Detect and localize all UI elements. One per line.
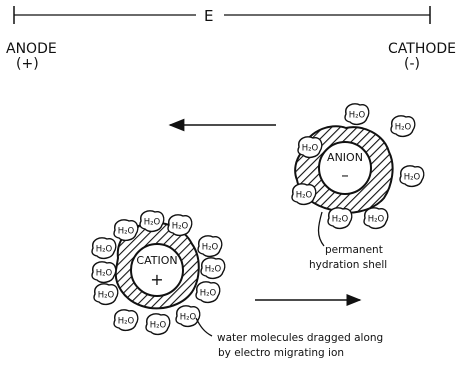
shell-annotation-line2: hydration shell — [309, 259, 387, 271]
water-molecule: H₂O — [146, 314, 170, 334]
field-label: E — [204, 7, 213, 25]
anion-sign: – — [341, 166, 349, 184]
water-molecule-label: H₂O — [302, 144, 319, 154]
water-molecule: H₂O — [391, 116, 415, 136]
water-molecule-label: H₂O — [296, 191, 313, 201]
water-molecule-label: H₂O — [200, 289, 217, 299]
water-molecule-label: H₂O — [332, 215, 349, 225]
cation-label: CATION — [136, 254, 177, 267]
water-molecule-label: H₂O — [205, 265, 222, 275]
water-molecule-label: H₂O — [202, 243, 219, 253]
water-molecule-label: H₂O — [96, 245, 113, 255]
anion-label: ANION — [327, 151, 363, 164]
cation-sign: + — [150, 270, 163, 289]
water-molecule-label: H₂O — [118, 317, 135, 327]
anode-sign: (+) — [16, 56, 39, 72]
water-molecule: H₂O — [292, 184, 316, 204]
water-molecule: H₂O — [168, 215, 192, 235]
water-molecule: H₂O — [94, 284, 118, 304]
water-molecule: H₂O — [201, 258, 225, 278]
water-molecule: H₂O — [400, 166, 424, 186]
water-molecule: H₂O — [176, 306, 200, 326]
water-molecule: H₂O — [328, 208, 352, 228]
water-molecule-label: H₂O — [144, 218, 161, 228]
water-molecule: H₂O — [140, 211, 164, 231]
water-molecule-label: H₂O — [96, 269, 113, 279]
water-molecule: H₂O — [114, 220, 138, 240]
water-molecule-label: H₂O — [118, 227, 135, 237]
shell-annotation-line1: permanent — [325, 244, 383, 256]
water-molecule: H₂O — [92, 262, 116, 282]
shell-leader-line — [319, 212, 325, 246]
water-annotation-line1: water molecules dragged along — [217, 332, 383, 344]
water-molecule-label: H₂O — [150, 321, 167, 331]
water-molecule-label: H₂O — [180, 313, 197, 323]
cathode-label: CATHODE — [388, 41, 456, 57]
water-molecule-label: H₂O — [172, 222, 189, 232]
water-molecule: H₂O — [92, 238, 116, 258]
water-molecule-label: H₂O — [395, 123, 412, 133]
water-molecule-label: H₂O — [368, 215, 385, 225]
water-molecule: H₂O — [114, 310, 138, 330]
water-molecule: H₂O — [345, 104, 369, 124]
cathode-sign: (-) — [404, 56, 420, 72]
water-molecule-label: H₂O — [404, 173, 421, 183]
anode-label: ANODE — [6, 41, 57, 57]
field-line: E — [14, 6, 430, 25]
water-annotation-line2: by electro migrating ion — [218, 347, 344, 359]
water-molecule: H₂O — [364, 208, 388, 228]
water-molecule-label: H₂O — [349, 111, 366, 121]
water-molecule-label: H₂O — [98, 291, 115, 301]
water-molecule: H₂O — [196, 282, 220, 302]
water-molecule: H₂O — [198, 236, 222, 256]
water-molecule: H₂O — [298, 137, 322, 157]
